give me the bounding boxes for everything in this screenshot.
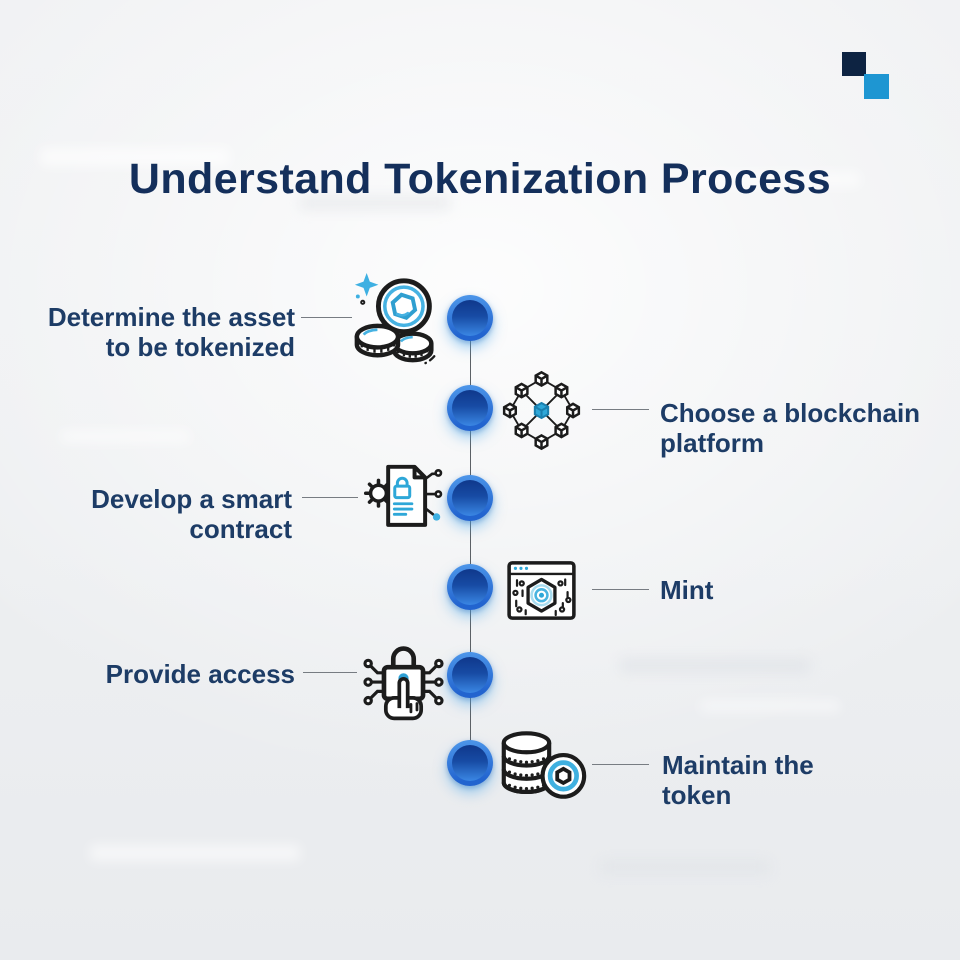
timeline-line: [470, 318, 471, 763]
tokenized-asset-coins-icon: [354, 272, 436, 365]
background-texture: [90, 845, 300, 861]
access-control-lock-icon: [363, 646, 444, 721]
background-texture: [300, 196, 450, 210]
connector-line: [303, 672, 357, 673]
step-label-2: Choose a blockchain platform: [660, 398, 921, 458]
connector-line: [592, 409, 649, 410]
connector-line: [592, 764, 649, 765]
timeline-node-6: [447, 740, 493, 786]
background-texture: [600, 860, 770, 874]
background-texture: [60, 430, 190, 443]
smart-contract-icon: [363, 464, 443, 527]
timeline-node-4: [447, 564, 493, 610]
connector-line: [302, 497, 358, 498]
connector-line: [301, 317, 352, 318]
step-label-4: Mint: [660, 575, 714, 605]
timeline-node-1: [447, 295, 493, 341]
blockchain-network-icon: [502, 371, 581, 450]
timeline-node-3: [447, 475, 493, 521]
background-texture: [620, 658, 810, 673]
logo-blue-square: [864, 74, 889, 99]
background-texture: [690, 172, 860, 187]
maintain-token-coins-icon: [501, 731, 587, 799]
background-texture: [700, 700, 840, 712]
logo-dark-square: [842, 52, 866, 76]
step-label-5: Provide access: [105, 659, 295, 689]
step-label-3: Develop a smart contract: [91, 484, 292, 544]
mint-token-browser-icon: [507, 561, 576, 620]
connector-line: [592, 589, 649, 590]
page-title: Understand Tokenization Process: [128, 154, 832, 203]
timeline-node-5: [447, 652, 493, 698]
background-texture: [40, 148, 230, 166]
timeline-node-2: [447, 385, 493, 431]
step-label-1: Determine the asset to be tokenized: [47, 302, 295, 362]
step-label-6: Maintain the token: [662, 750, 814, 810]
